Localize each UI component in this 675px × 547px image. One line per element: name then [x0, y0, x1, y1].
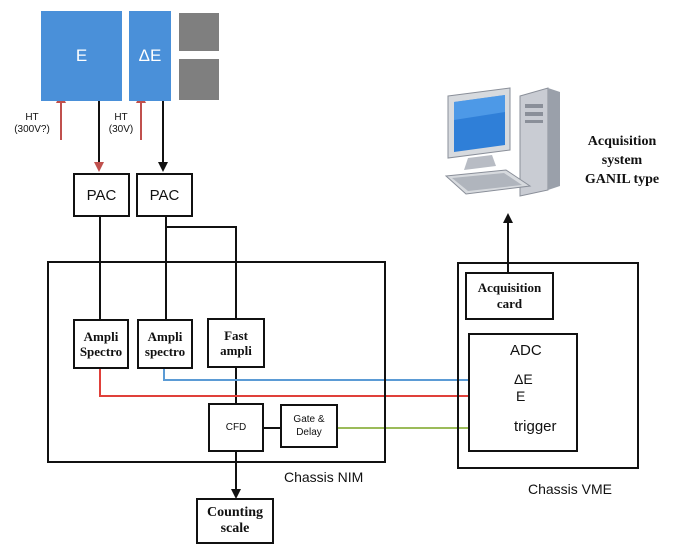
acquisition-card-label: Acquisition card — [477, 280, 542, 311]
pac-left: PAC — [73, 173, 130, 217]
adc-channel-trigger: trigger — [514, 418, 557, 435]
chassis-nim-frame — [47, 261, 386, 463]
adc-channel-de: ΔE — [514, 371, 533, 387]
fast-ampli: Fast ampli — [207, 318, 265, 368]
fast-ampli-label: Fast ampli — [220, 328, 252, 358]
chassis-vme-label: Chassis VME — [528, 481, 613, 497]
detector-segment-top — [179, 13, 219, 51]
pac-right: PAC — [136, 173, 193, 217]
ampli-spectro-left: Ampli Spectro — [73, 319, 129, 369]
detector-e: E — [41, 11, 122, 101]
cfd-label: CFD — [225, 422, 247, 433]
adc-channel-e: E — [516, 388, 526, 404]
detector-delta-e-label: ΔE — [138, 46, 162, 65]
pac-right-to-fast-wire — [166, 226, 237, 318]
de-signal-line — [163, 368, 505, 381]
counting-scale-label: Counting scale — [206, 505, 264, 536]
chassis-vme-frame — [457, 262, 639, 469]
adc-title: ADC — [510, 342, 542, 359]
gate-delay: Gate & Delay — [280, 404, 338, 448]
ampli-spectro-right: Ampli spectro — [137, 319, 193, 369]
cfd: CFD — [208, 403, 264, 452]
detector-delta-e: ΔE — [129, 11, 171, 101]
computer-icon — [444, 87, 560, 197]
adc-box — [468, 333, 578, 452]
detector-e-label: E — [75, 46, 88, 65]
ht-e-label: HT (300V?) — [14, 112, 50, 135]
acquisition-system-caption: Acquisition system GANIL type — [584, 134, 660, 187]
gate-delay-label: Gate & Delay — [293, 414, 325, 438]
ht-de-label: HT (30V) — [108, 112, 134, 135]
chassis-nim-label: Chassis NIM — [284, 469, 364, 485]
pac-left-label: PAC — [86, 186, 117, 204]
counting-scale: Counting scale — [196, 498, 274, 544]
e-signal-line — [99, 368, 505, 397]
ampli-spectro-right-label: Ampli spectro — [144, 329, 186, 359]
pac-right-label: PAC — [149, 186, 180, 204]
acquisition-card: Acquisition card — [465, 272, 554, 320]
ampli-spectro-left-label: Ampli Spectro — [79, 329, 123, 359]
detector-segment-bottom — [179, 59, 219, 100]
